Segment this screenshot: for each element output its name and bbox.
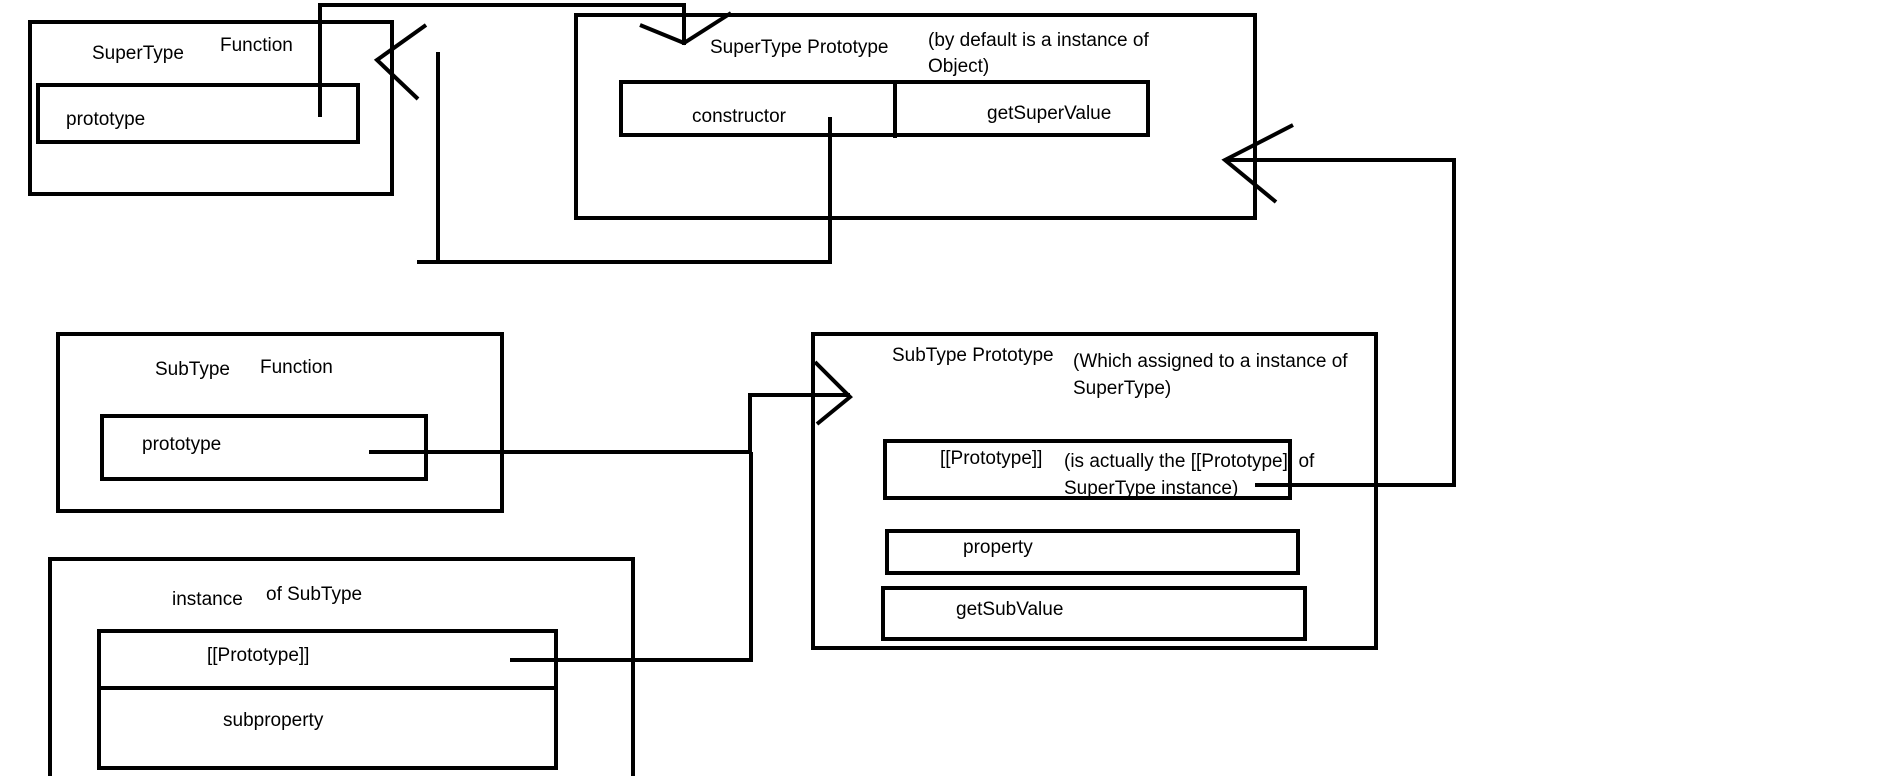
subtype-prototype-title: SubType Prototype — [892, 345, 1054, 366]
constructor-pointer — [373, 23, 832, 264]
subtype-proto-link-slot-label: [[Prototype]] — [940, 448, 1042, 469]
subtype-prototype-note-line1: (Which assigned to a instance of — [1073, 351, 1348, 372]
subtype-method-slot-label: getSubValue — [956, 599, 1063, 620]
instance-node: instance of SubType [[Prototype]] subpro… — [48, 557, 635, 776]
instance-proto-pointer — [510, 452, 753, 662]
supertype-prototype-box — [574, 13, 1257, 220]
subtype-proto-link-slot — [883, 439, 1292, 500]
subtype-proto-link-pointer — [1221, 123, 1456, 487]
instance-subproperty-slot-label: subproperty — [223, 710, 324, 731]
instance-of-label: of SubType — [266, 584, 362, 605]
subtype-prototype-pointer — [369, 360, 853, 454]
subtype-prototype-pointer-arrowhead — [813, 360, 853, 426]
supertype-constructor-slot-label: constructor — [692, 106, 787, 127]
subtype-proto-link-pointer-line — [1225, 158, 1456, 487]
supertype-prototype-slots-row — [619, 80, 1150, 137]
subtype-prototype-slot-label: prototype — [142, 434, 221, 455]
supertype-method-slot-label: getSuperValue — [987, 103, 1111, 124]
instance-slots-box — [97, 629, 558, 770]
subtype-prototype-note-line2: SuperType) — [1073, 378, 1171, 399]
supertype-function-node: SuperType Function prototype — [28, 20, 394, 196]
subtype-method-slot — [881, 586, 1307, 641]
subtype-property-slot-label: property — [963, 537, 1033, 558]
subtype-proto-link-pointer-arrowhead — [1221, 123, 1294, 204]
supertype-prototype-slot — [36, 83, 360, 144]
subtype-function-kind: Function — [260, 357, 333, 378]
instance-box — [48, 557, 635, 776]
subtype-prototype-pointer-line — [369, 393, 850, 454]
instance-proto-slot-label: [[Prototype]] — [207, 645, 309, 666]
supertype-prototype-node: SuperType Prototype (by default is a ins… — [574, 13, 1257, 220]
supertype-prototype-note-line2: Object) — [928, 56, 989, 77]
subtype-function-name: SubType — [155, 359, 230, 380]
supertype-prototype-slot-label: prototype — [66, 109, 145, 130]
subtype-proto-link-note-line1: (is actually the [[Prototype]] of — [1064, 451, 1315, 472]
subtype-prototype-box — [811, 332, 1378, 650]
subtype-function-node: SubType Function prototype — [56, 332, 504, 513]
subtype-proto-link-note-line2: SuperType instance) — [1064, 478, 1238, 499]
instance-name: instance — [172, 589, 243, 610]
supertype-function-name: SuperType — [92, 43, 184, 64]
supertype-function-box — [28, 20, 394, 196]
supertype-function-kind: Function — [220, 35, 293, 56]
subtype-function-box — [56, 332, 504, 513]
constructor-pointer-arrowhead — [373, 23, 428, 101]
supertype-prototype-pointer-arrowhead — [639, 11, 733, 46]
constructor-pointer-line — [417, 117, 832, 264]
supertype-prototype-pointer — [318, 3, 733, 117]
supertype-prototype-pointer-line — [318, 3, 686, 117]
instance-proto-pointer-line — [510, 452, 753, 662]
supertype-prototype-title: SuperType Prototype — [710, 37, 889, 58]
supertype-prototype-note-line1: (by default is a instance of — [928, 30, 1149, 51]
subtype-property-slot — [885, 529, 1300, 575]
subtype-prototype-slot — [100, 414, 428, 481]
subtype-prototype-node: SubType Prototype (Which assigned to a i… — [811, 332, 1378, 650]
